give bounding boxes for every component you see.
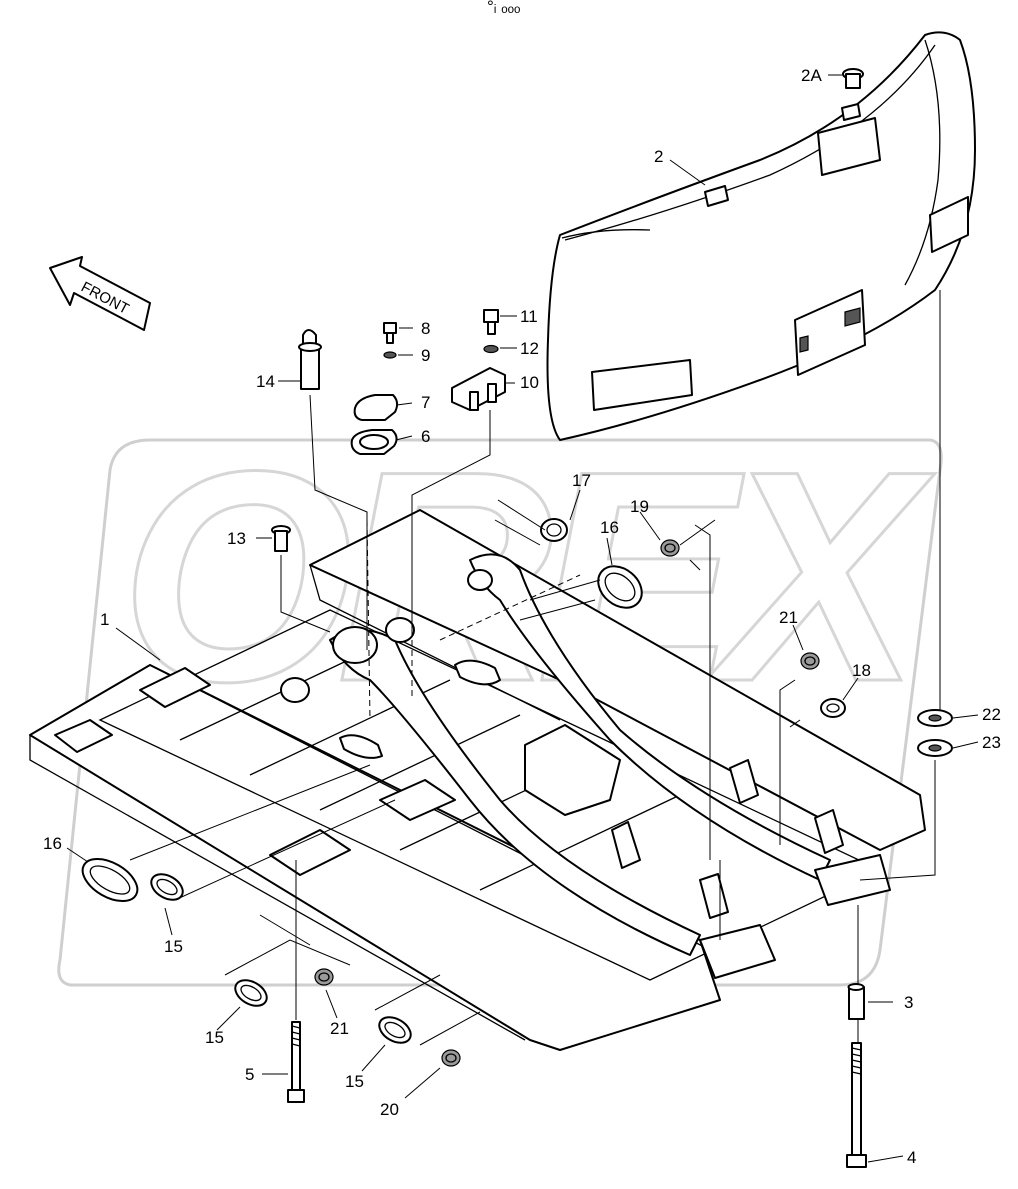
callout-20: 20 bbox=[380, 1100, 399, 1119]
part-23-washer bbox=[917, 739, 953, 757]
part-21-grommet-rear bbox=[800, 652, 820, 670]
part-15-grommet-b bbox=[234, 979, 268, 1007]
part-11-bolt bbox=[483, 309, 499, 335]
part-15-grommet-c bbox=[378, 1016, 412, 1044]
callout-21-front: 21 bbox=[330, 1019, 349, 1038]
callout-8: 8 bbox=[421, 319, 430, 338]
callout-2a: 2A bbox=[801, 66, 822, 85]
part-4-long-bolt bbox=[846, 1042, 867, 1168]
callout-12: 12 bbox=[520, 339, 539, 358]
callout-5: 5 bbox=[245, 1065, 254, 1084]
callout-23: 23 bbox=[982, 733, 1001, 752]
leader-lines bbox=[66, 74, 979, 1163]
part-22-washer bbox=[917, 709, 953, 727]
callout-19: 19 bbox=[630, 497, 649, 516]
part-13-pin bbox=[271, 525, 291, 552]
callout-22: 22 bbox=[982, 705, 1001, 724]
part-15-grommet-a bbox=[150, 873, 184, 901]
part-3-spacer bbox=[847, 983, 865, 1020]
callout-6: 6 bbox=[421, 427, 430, 446]
callout-17: 17 bbox=[572, 471, 591, 490]
part-20-grommet bbox=[441, 1049, 461, 1067]
callout-3: 3 bbox=[904, 993, 913, 1012]
callout-labels: 1 2 2A 3 4 5 6 7 8 9 10 11 12 13 14 15 1… bbox=[43, 66, 1001, 1167]
part-18-grommet bbox=[820, 698, 846, 718]
part-16-grommet-front bbox=[81, 857, 139, 903]
part-19-grommet bbox=[660, 539, 680, 557]
callout-1: 1 bbox=[100, 610, 109, 629]
callout-7: 7 bbox=[421, 393, 430, 412]
part-21-grommet-front bbox=[314, 968, 334, 986]
part-6-gasket bbox=[350, 429, 398, 455]
callout-14: 14 bbox=[256, 372, 275, 391]
part-10-bracket bbox=[451, 367, 506, 411]
callout-2: 2 bbox=[654, 147, 663, 166]
part-7-cover-plate bbox=[353, 394, 399, 421]
front-arrow: FRONT bbox=[49, 256, 151, 331]
callout-15-b: 15 bbox=[205, 1028, 224, 1047]
callout-13: 13 bbox=[227, 529, 246, 548]
header-mark: °ᵢ ₒₒₒ bbox=[487, 0, 520, 16]
callout-10: 10 bbox=[520, 373, 539, 392]
part-14-pin bbox=[298, 329, 322, 390]
callout-9: 9 bbox=[421, 346, 430, 365]
callout-15-c: 15 bbox=[345, 1072, 364, 1091]
callout-16-rear: 16 bbox=[600, 518, 619, 537]
callout-15-a: 15 bbox=[164, 937, 183, 956]
part-12-washer bbox=[483, 344, 499, 354]
part-9-washer bbox=[383, 351, 397, 359]
main-frame bbox=[29, 509, 926, 1051]
part-8-bolt bbox=[383, 322, 397, 344]
part-2a-bolt bbox=[842, 68, 864, 89]
callout-4: 4 bbox=[907, 1148, 916, 1167]
callout-21-rear: 21 bbox=[779, 608, 798, 627]
part-17-grommet bbox=[540, 518, 568, 542]
counterweight bbox=[546, 31, 976, 441]
part-16-grommet-rear bbox=[597, 565, 643, 609]
callout-11: 11 bbox=[520, 307, 538, 326]
part-5-long-bolt bbox=[287, 1021, 305, 1103]
callout-16-front: 16 bbox=[43, 834, 62, 853]
callout-18: 18 bbox=[852, 661, 871, 680]
